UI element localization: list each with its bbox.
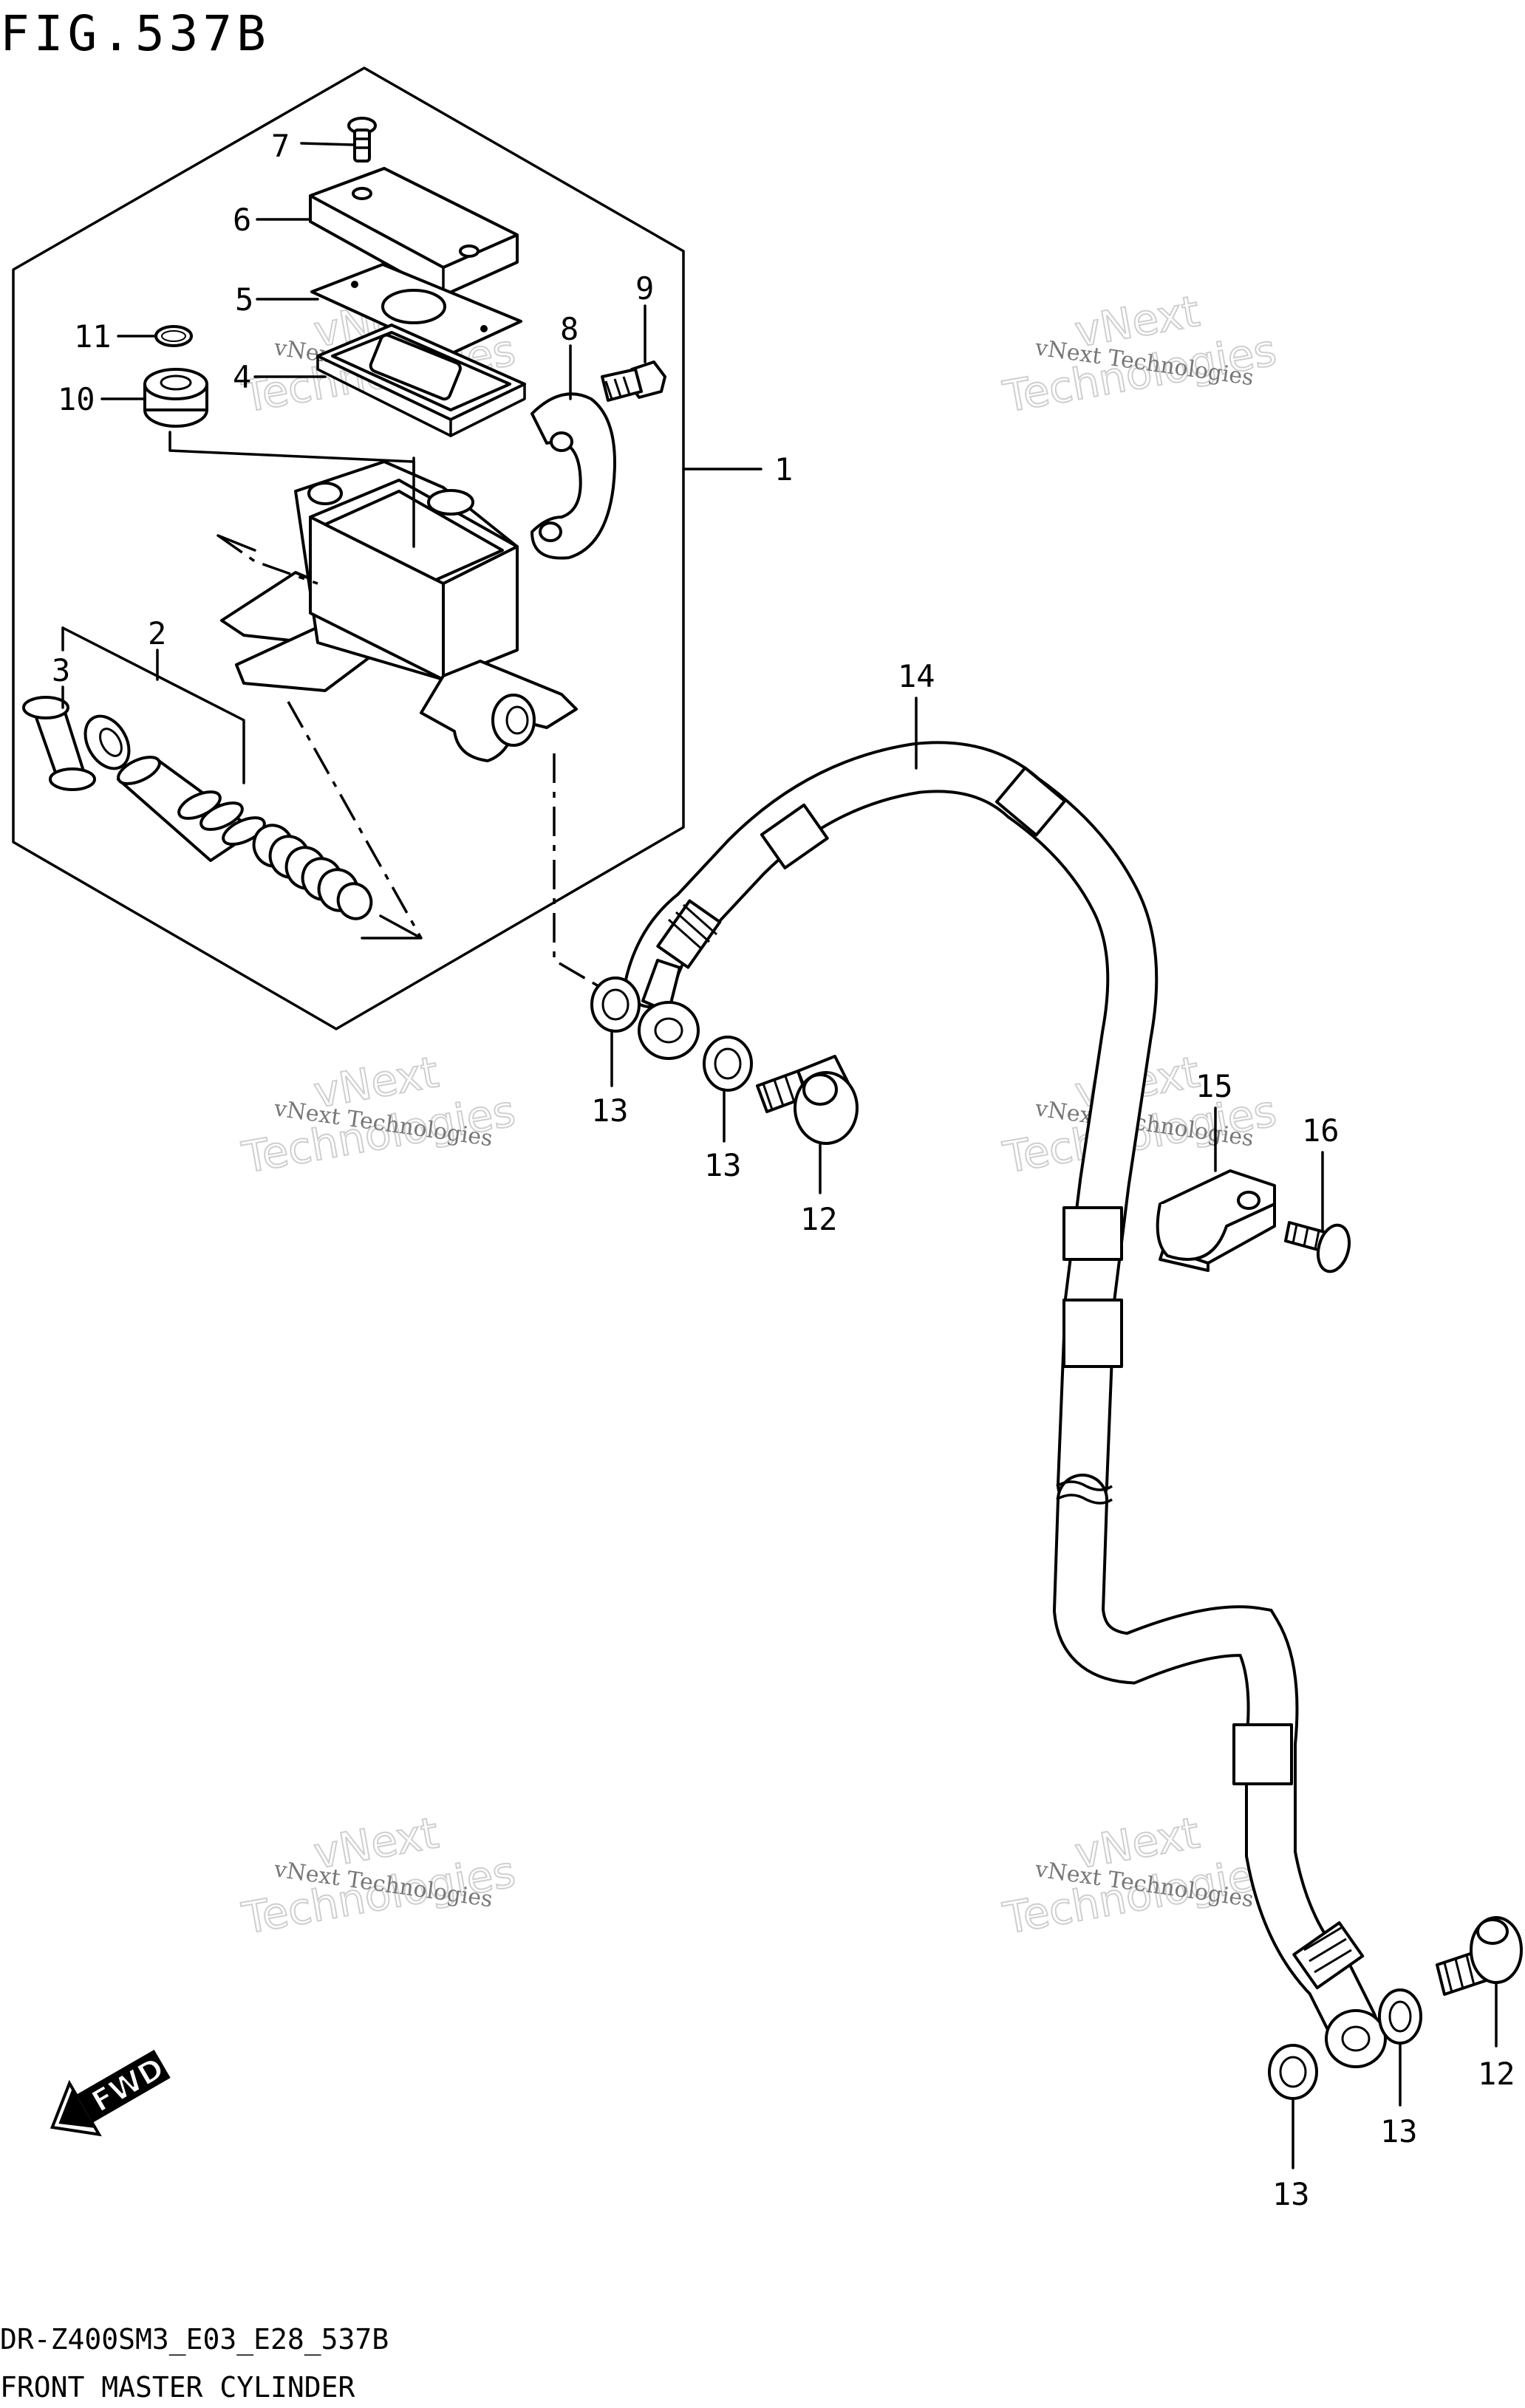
assembly-guide bbox=[216, 534, 256, 552]
circlip bbox=[83, 714, 131, 770]
lower-banjo-fitting bbox=[1292, 1921, 1387, 2068]
callout-5: 5 bbox=[235, 281, 253, 318]
leader-lines bbox=[61, 142, 1498, 2169]
callout-2: 2 bbox=[148, 615, 166, 651]
callout-9: 9 bbox=[635, 270, 654, 307]
union-bolt-12b bbox=[1436, 1916, 1523, 1996]
holder-clamp-8 bbox=[530, 392, 616, 560]
bolt-9 bbox=[601, 360, 666, 402]
assembly-outline bbox=[12, 66, 685, 1030]
diaphragm-4 bbox=[316, 324, 526, 437]
snap-ring-11 bbox=[154, 325, 193, 347]
model-code: DR-Z400SM3_E03_E28_537B bbox=[0, 2323, 389, 2356]
washer-13a bbox=[590, 976, 641, 1033]
return-spring bbox=[252, 824, 373, 920]
brake-hose-14 bbox=[624, 741, 1387, 2068]
leader-line bbox=[61, 626, 245, 784]
screw-16 bbox=[1284, 1221, 1351, 1273]
washer-13d bbox=[1268, 2044, 1318, 2100]
callout-15: 15 bbox=[1195, 1068, 1233, 1104]
piston-assembly-2 bbox=[22, 696, 373, 920]
callout-1: 1 bbox=[774, 451, 793, 488]
callout-7: 7 bbox=[271, 128, 290, 164]
figure-caption: FRONT MASTER CYLINDER bbox=[0, 2371, 355, 2404]
union-bolt-12a bbox=[756, 1055, 859, 1145]
callout-16: 16 bbox=[1302, 1112, 1340, 1149]
screw-7 bbox=[347, 117, 377, 163]
washer-13b bbox=[703, 1036, 753, 1092]
callout-12a: 12 bbox=[800, 1201, 838, 1237]
callout-3: 3 bbox=[52, 652, 70, 688]
assembly-guide bbox=[361, 914, 423, 940]
master-cylinder-body bbox=[220, 456, 578, 762]
forward-arrow-label: FWD bbox=[86, 2051, 171, 2119]
figure-title: FIG.537B bbox=[0, 5, 270, 62]
boot-10 bbox=[143, 368, 208, 428]
callout-13a: 13 bbox=[591, 1092, 629, 1129]
assembly-dash-line bbox=[287, 701, 423, 939]
assembly-dash-line bbox=[553, 753, 599, 988]
reservoir-cap-6 bbox=[309, 167, 519, 297]
callout-14: 14 bbox=[898, 658, 935, 694]
callout-13b: 13 bbox=[704, 1147, 742, 1183]
callout-12b: 12 bbox=[1478, 2056, 1515, 2092]
callout-labels: 7 6 5 4 11 10 8 9 1 2 3 13 13 12 14 15 1… bbox=[52, 128, 1515, 2212]
callout-8: 8 bbox=[560, 311, 579, 347]
callout-13d: 13 bbox=[1272, 2176, 1310, 2212]
callout-10: 10 bbox=[58, 381, 95, 417]
forward-arrow: FWD bbox=[50, 2049, 171, 2137]
callout-4: 4 bbox=[233, 359, 251, 395]
assembly-dash-line bbox=[216, 534, 318, 585]
callout-11: 11 bbox=[74, 318, 112, 355]
callout-13c: 13 bbox=[1380, 2113, 1418, 2149]
callout-6: 6 bbox=[233, 202, 251, 238]
upper-banjo-fitting bbox=[638, 899, 722, 1060]
washer-13c bbox=[1378, 1988, 1422, 2045]
hose-clamp-15 bbox=[1156, 1169, 1276, 1272]
